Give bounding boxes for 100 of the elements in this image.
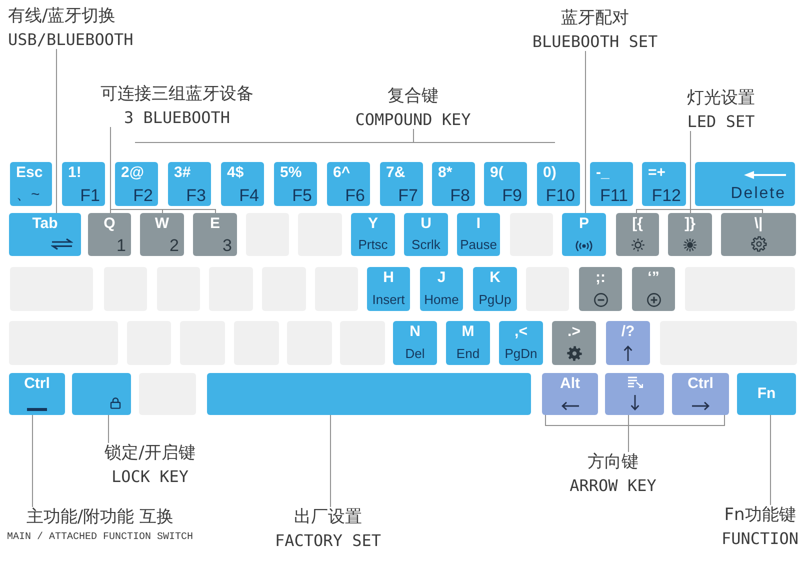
key-label: Alt: [560, 376, 580, 392]
key: [380, 162, 423, 206]
key-label: 、~: [16, 186, 40, 203]
key-label: -_: [596, 165, 610, 181]
key-label: Fn: [757, 386, 776, 402]
callout-title: 有线/蓝牙切换: [8, 6, 116, 27]
key-label: F6: [345, 186, 365, 205]
key-label: Home: [424, 292, 459, 307]
key-label: Prtsc: [358, 237, 388, 252]
key: [393, 321, 437, 365]
leader-line: [585, 50, 586, 214]
key: [537, 162, 580, 206]
key: [484, 162, 527, 206]
leader-line: [32, 414, 33, 508]
leader-line: [56, 48, 57, 214]
key: [327, 162, 370, 206]
key: [552, 321, 596, 365]
key: [367, 267, 410, 311]
key-label: Del: [405, 346, 425, 361]
callout-title: 出厂设置: [294, 507, 362, 528]
key: [351, 213, 395, 256]
key-label: F11: [600, 186, 628, 205]
key: [193, 213, 237, 256]
leader-line: [690, 130, 763, 214]
key: [499, 321, 543, 365]
key-label: W: [154, 216, 170, 232]
key-label: PgUp: [478, 292, 512, 307]
key: [221, 162, 264, 206]
key: [616, 213, 659, 256]
spacebar: [207, 373, 531, 415]
key-label: E: [210, 216, 220, 232]
key: [542, 373, 598, 415]
key: [62, 162, 105, 206]
key-label: ,<: [514, 324, 528, 340]
key-label: Esc: [16, 165, 43, 181]
key: [606, 321, 650, 365]
callout-title: 锁定/开启键: [104, 443, 196, 464]
leader-line: [110, 126, 216, 214]
key-label: J: [437, 270, 446, 286]
key-label: /?: [621, 324, 635, 340]
key: [446, 321, 490, 365]
key-label: Pause: [460, 237, 497, 252]
key-label: 7&: [386, 165, 406, 181]
callout-subtitle: FACTORY SET: [275, 531, 381, 550]
key: [9, 213, 81, 256]
key-label: F3: [186, 186, 206, 205]
key: [737, 373, 796, 415]
key-label: 5%: [280, 165, 302, 181]
key-label: F12: [652, 186, 681, 205]
key-label: F5: [292, 186, 312, 205]
callout-title: Fn功能键: [724, 505, 796, 526]
callout-title: 蓝牙配对: [561, 8, 629, 29]
key-label: ]}: [684, 216, 696, 232]
callout-title: 复合键: [388, 86, 438, 107]
key: [10, 162, 52, 206]
key: [168, 162, 211, 206]
key-label: F7: [398, 186, 418, 205]
key-label: 3: [222, 236, 232, 255]
key: [721, 213, 796, 256]
key: [115, 162, 158, 206]
callout-title: 灯光设置: [687, 88, 755, 109]
key-label: =+: [648, 165, 666, 181]
key-label: I: [476, 216, 481, 232]
key-label: 4$: [227, 165, 244, 181]
key: [695, 162, 795, 206]
key-label: Tab: [32, 216, 58, 232]
key-label: Scrlk: [412, 237, 440, 252]
key-label: ‘”: [648, 270, 660, 286]
key-label: F10: [546, 186, 575, 205]
key: [140, 213, 184, 256]
callout-subtitle: 3 BLUEBOOTH: [124, 108, 230, 127]
key: [420, 267, 463, 311]
key: [432, 162, 475, 206]
leader-line: [330, 414, 331, 508]
key: [632, 267, 675, 311]
key-label: 8*: [438, 165, 452, 181]
key-label: ;:: [596, 270, 606, 286]
key-label: End: [456, 346, 480, 361]
callout-subtitle: COMPOUND KEY: [355, 110, 471, 129]
key-label: PgDn: [504, 346, 538, 361]
key-label: 1!: [68, 165, 82, 181]
key-label: H: [383, 270, 394, 286]
key-label: Ctrl: [688, 376, 714, 392]
callout-subtitle: BLUEBOOTH SET: [532, 32, 658, 51]
key: [473, 267, 517, 311]
key-label: K: [490, 270, 500, 286]
key-label: Delete: [730, 185, 786, 203]
bracket-line: [135, 142, 555, 143]
callout-subtitle: FUNCTION: [721, 529, 799, 548]
key-label: F9: [502, 186, 522, 205]
callout-title: 可连接三组蓝牙设备: [100, 84, 254, 105]
callout-subtitle: LOCK KEY: [111, 467, 189, 486]
key: [457, 213, 500, 256]
key: [579, 267, 622, 311]
key-label: F8: [450, 186, 470, 205]
callout-subtitle: LED SET: [687, 112, 755, 131]
key-label: 3#: [174, 165, 191, 181]
leader-line: [413, 128, 414, 142]
key-label: N: [410, 324, 420, 340]
key: [642, 162, 686, 206]
